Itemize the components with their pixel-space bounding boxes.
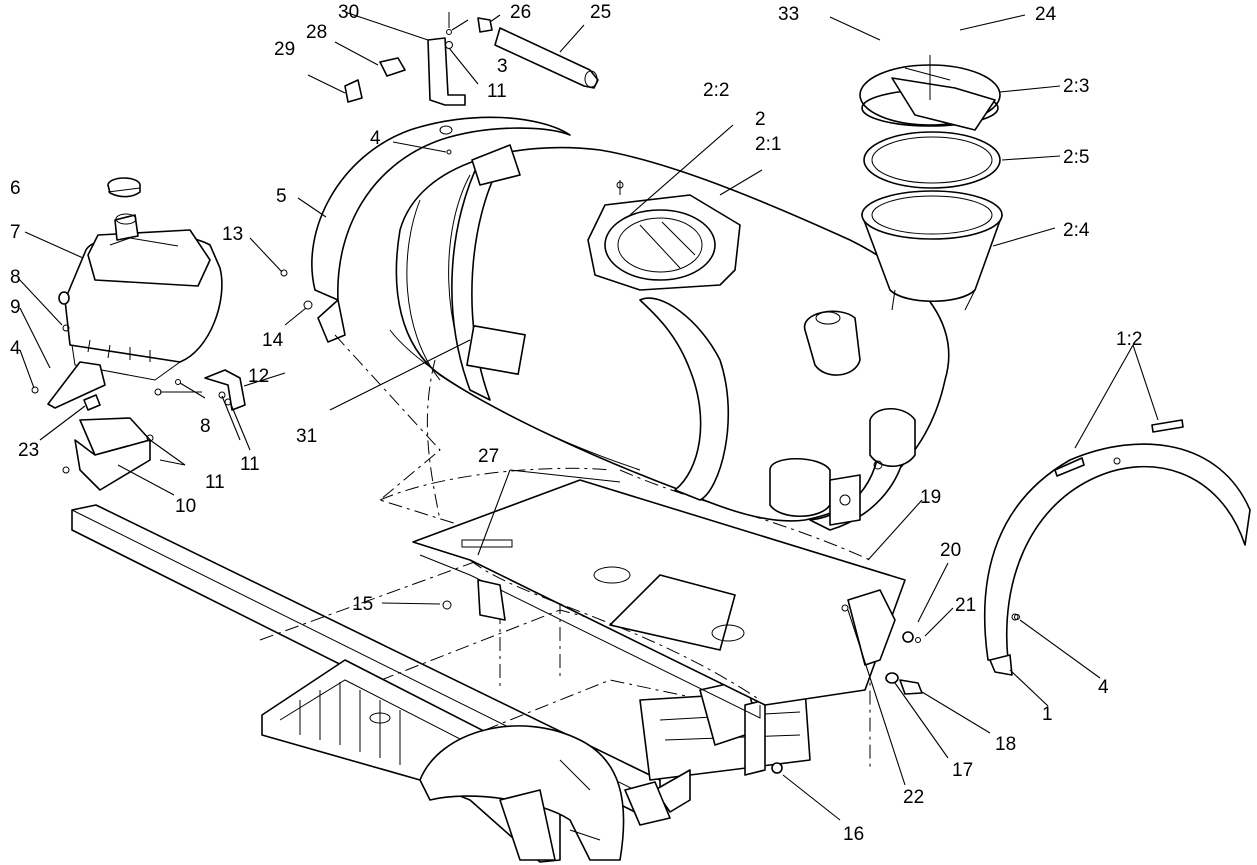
label-26: 26 <box>510 2 531 23</box>
footrest <box>261 659 625 863</box>
label-21: 21 <box>955 595 976 616</box>
label-18: 18 <box>995 734 1016 755</box>
strap-1 <box>983 419 1251 676</box>
label-5: 5 <box>276 186 287 207</box>
label-22: 22 <box>903 787 924 808</box>
label-3: 3 <box>497 56 508 77</box>
label-10: 10 <box>175 496 196 517</box>
tank <box>389 144 950 531</box>
label-1-2: 1:2 <box>1116 329 1142 350</box>
label-2-2: 2:2 <box>703 80 729 101</box>
label-2-1: 2:1 <box>755 134 781 155</box>
label-31: 31 <box>296 426 317 447</box>
label-23: 23 <box>18 440 39 461</box>
label-27: 27 <box>478 446 499 467</box>
label-28: 28 <box>306 22 327 43</box>
label-2-4: 2:4 <box>1063 220 1090 241</box>
top-fittings <box>344 12 599 155</box>
reservoir <box>47 177 223 409</box>
label-16: 16 <box>843 824 864 845</box>
label-11-mid: 11 <box>240 454 260 475</box>
label-19: 19 <box>920 487 941 508</box>
label-17: 17 <box>952 760 973 781</box>
label-14: 14 <box>262 330 284 351</box>
label-11-left: 11 <box>205 472 225 493</box>
label-4-top: 4 <box>370 128 381 149</box>
label-4-left: 4 <box>10 338 21 359</box>
label-20: 20 <box>940 540 961 561</box>
label-6: 6 <box>10 178 21 199</box>
label-2-5: 2:5 <box>1063 147 1089 168</box>
label-29: 29 <box>274 39 295 60</box>
label-2: 2 <box>755 109 766 130</box>
label-11-top: 11 <box>487 81 507 102</box>
bracket-12 <box>204 369 246 411</box>
label-24: 24 <box>1035 4 1057 25</box>
label-2-3: 2:3 <box>1063 76 1089 97</box>
part-labels: 30 28 29 26 25 3 11 4 2:2 2 2:1 33 24 2:… <box>10 2 1142 845</box>
label-7: 7 <box>10 222 21 243</box>
label-8-bottom: 8 <box>200 416 211 437</box>
lid-assembly <box>859 55 1003 311</box>
strap-5 <box>311 116 571 526</box>
label-1: 1 <box>1042 704 1053 725</box>
label-12: 12 <box>248 366 269 387</box>
label-15: 15 <box>352 594 373 615</box>
label-8-left: 8 <box>10 267 21 288</box>
label-25: 25 <box>590 2 611 23</box>
leader-lines <box>17 11 1159 821</box>
label-4-right: 4 <box>1098 677 1109 698</box>
label-13: 13 <box>222 224 243 245</box>
label-33: 33 <box>778 4 799 25</box>
hardware <box>31 180 1020 774</box>
tray <box>379 467 906 719</box>
label-9: 9 <box>10 297 21 318</box>
label-30: 30 <box>338 2 359 23</box>
bracket-10 <box>74 417 151 491</box>
